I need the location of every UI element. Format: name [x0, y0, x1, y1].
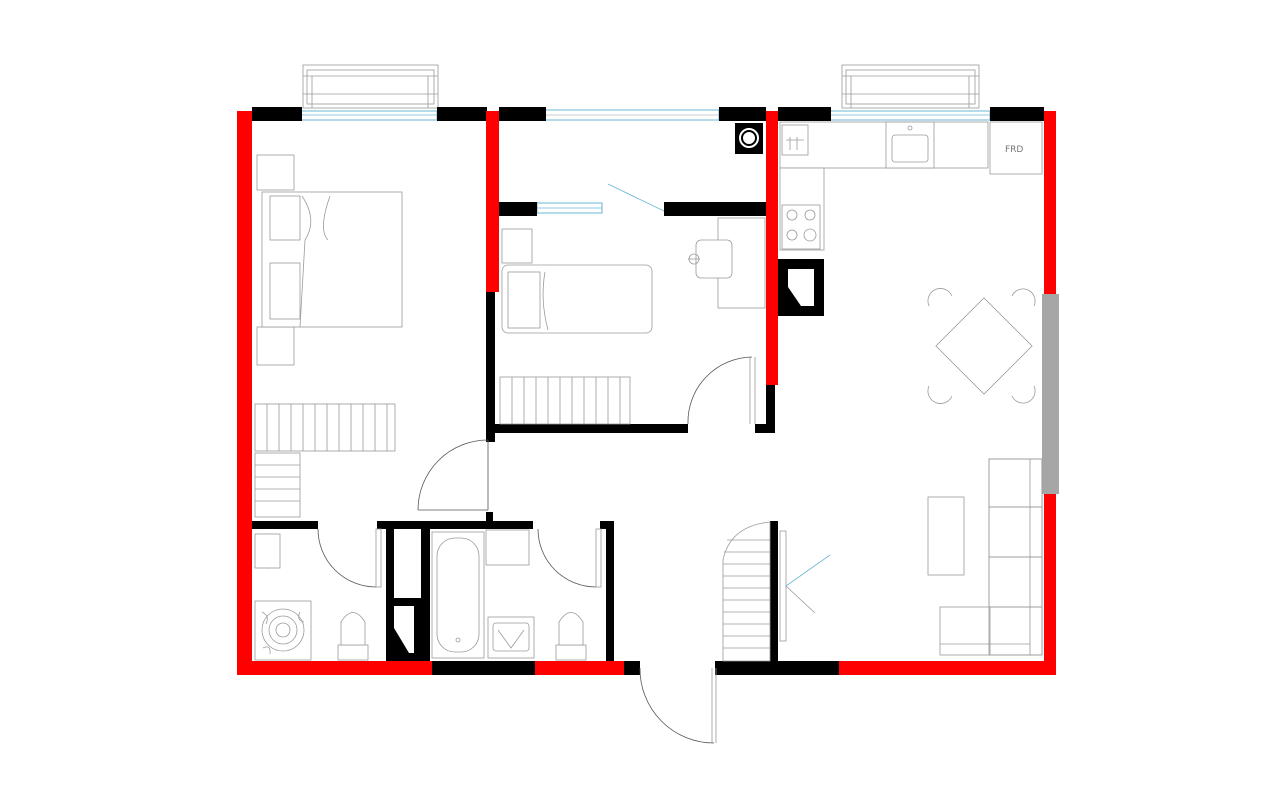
- balcony-left: [302, 64, 439, 109]
- stair: [722, 521, 771, 662]
- bedroom: [254, 154, 403, 518]
- corner-sofa: [939, 458, 1043, 656]
- walls-existing: [252, 107, 1044, 675]
- balcony-right: [841, 64, 980, 109]
- wc-shaft-inner: [394, 606, 414, 653]
- wc: [254, 533, 369, 661]
- door-swings: [317, 356, 831, 744]
- child-room: [499, 123, 766, 425]
- kitchen-living: FRD: [779, 121, 1043, 656]
- glass-wall: [1042, 294, 1059, 494]
- walls-new: [237, 111, 1056, 675]
- fridge-label: FRD: [1005, 145, 1023, 155]
- vent-shaft-inner: [788, 269, 814, 306]
- bathroom: [431, 529, 587, 661]
- dining-table: [927, 288, 1036, 404]
